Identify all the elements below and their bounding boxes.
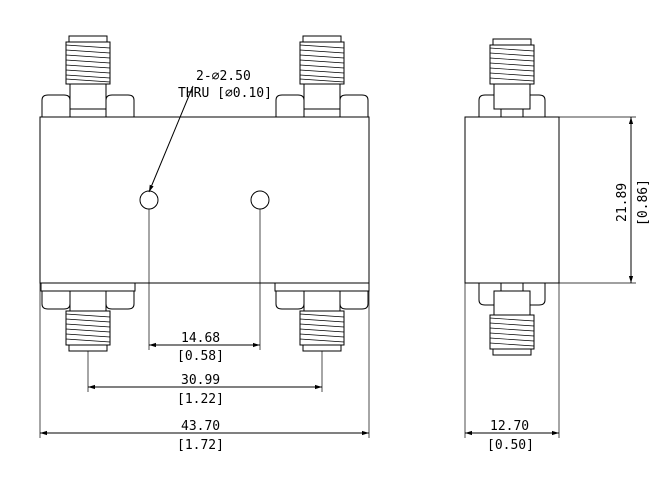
mounting-hole-left <box>139 190 159 210</box>
height-inch: [0.86] <box>636 179 651 226</box>
front-view: 2-∅2.50 THRU [∅0.10] <box>39 35 370 352</box>
height-mm: 21.89 <box>615 183 630 222</box>
side-connector-top <box>478 38 546 118</box>
front-dimensions: 14.68 [0.58] 30.99 [1.22] 43.70 [1.72] <box>39 209 370 453</box>
depth-mm: 12.70 <box>490 419 529 434</box>
sma-connector-top-right <box>275 35 369 118</box>
side-body <box>464 116 560 284</box>
mounting-hole-right <box>250 190 270 210</box>
connector-spacing-mm: 30.99 <box>181 373 220 388</box>
overall-width-mm: 43.70 <box>181 419 220 434</box>
hole-callout-line1: 2-∅2.50 <box>196 69 251 84</box>
side-dimensions: 21.89 [0.86] 12.70 [0.50] <box>464 116 651 453</box>
sma-connector-bottom-left <box>40 282 136 352</box>
hole-spacing-mm: 14.68 <box>181 331 220 346</box>
sma-connector-bottom-right <box>274 282 370 352</box>
overall-width-inch: [1.72] <box>177 438 224 453</box>
hole-leader <box>148 85 194 193</box>
sma-connector-top-left <box>41 35 135 118</box>
hole-callout-line2: THRU [∅0.10] <box>178 86 272 101</box>
side-view <box>464 38 560 356</box>
depth-inch: [0.50] <box>487 438 534 453</box>
side-connector-bottom <box>478 282 546 356</box>
connector-spacing-inch: [1.22] <box>177 392 224 407</box>
front-body <box>39 116 370 284</box>
hole-spacing-inch: [0.58] <box>177 349 224 364</box>
